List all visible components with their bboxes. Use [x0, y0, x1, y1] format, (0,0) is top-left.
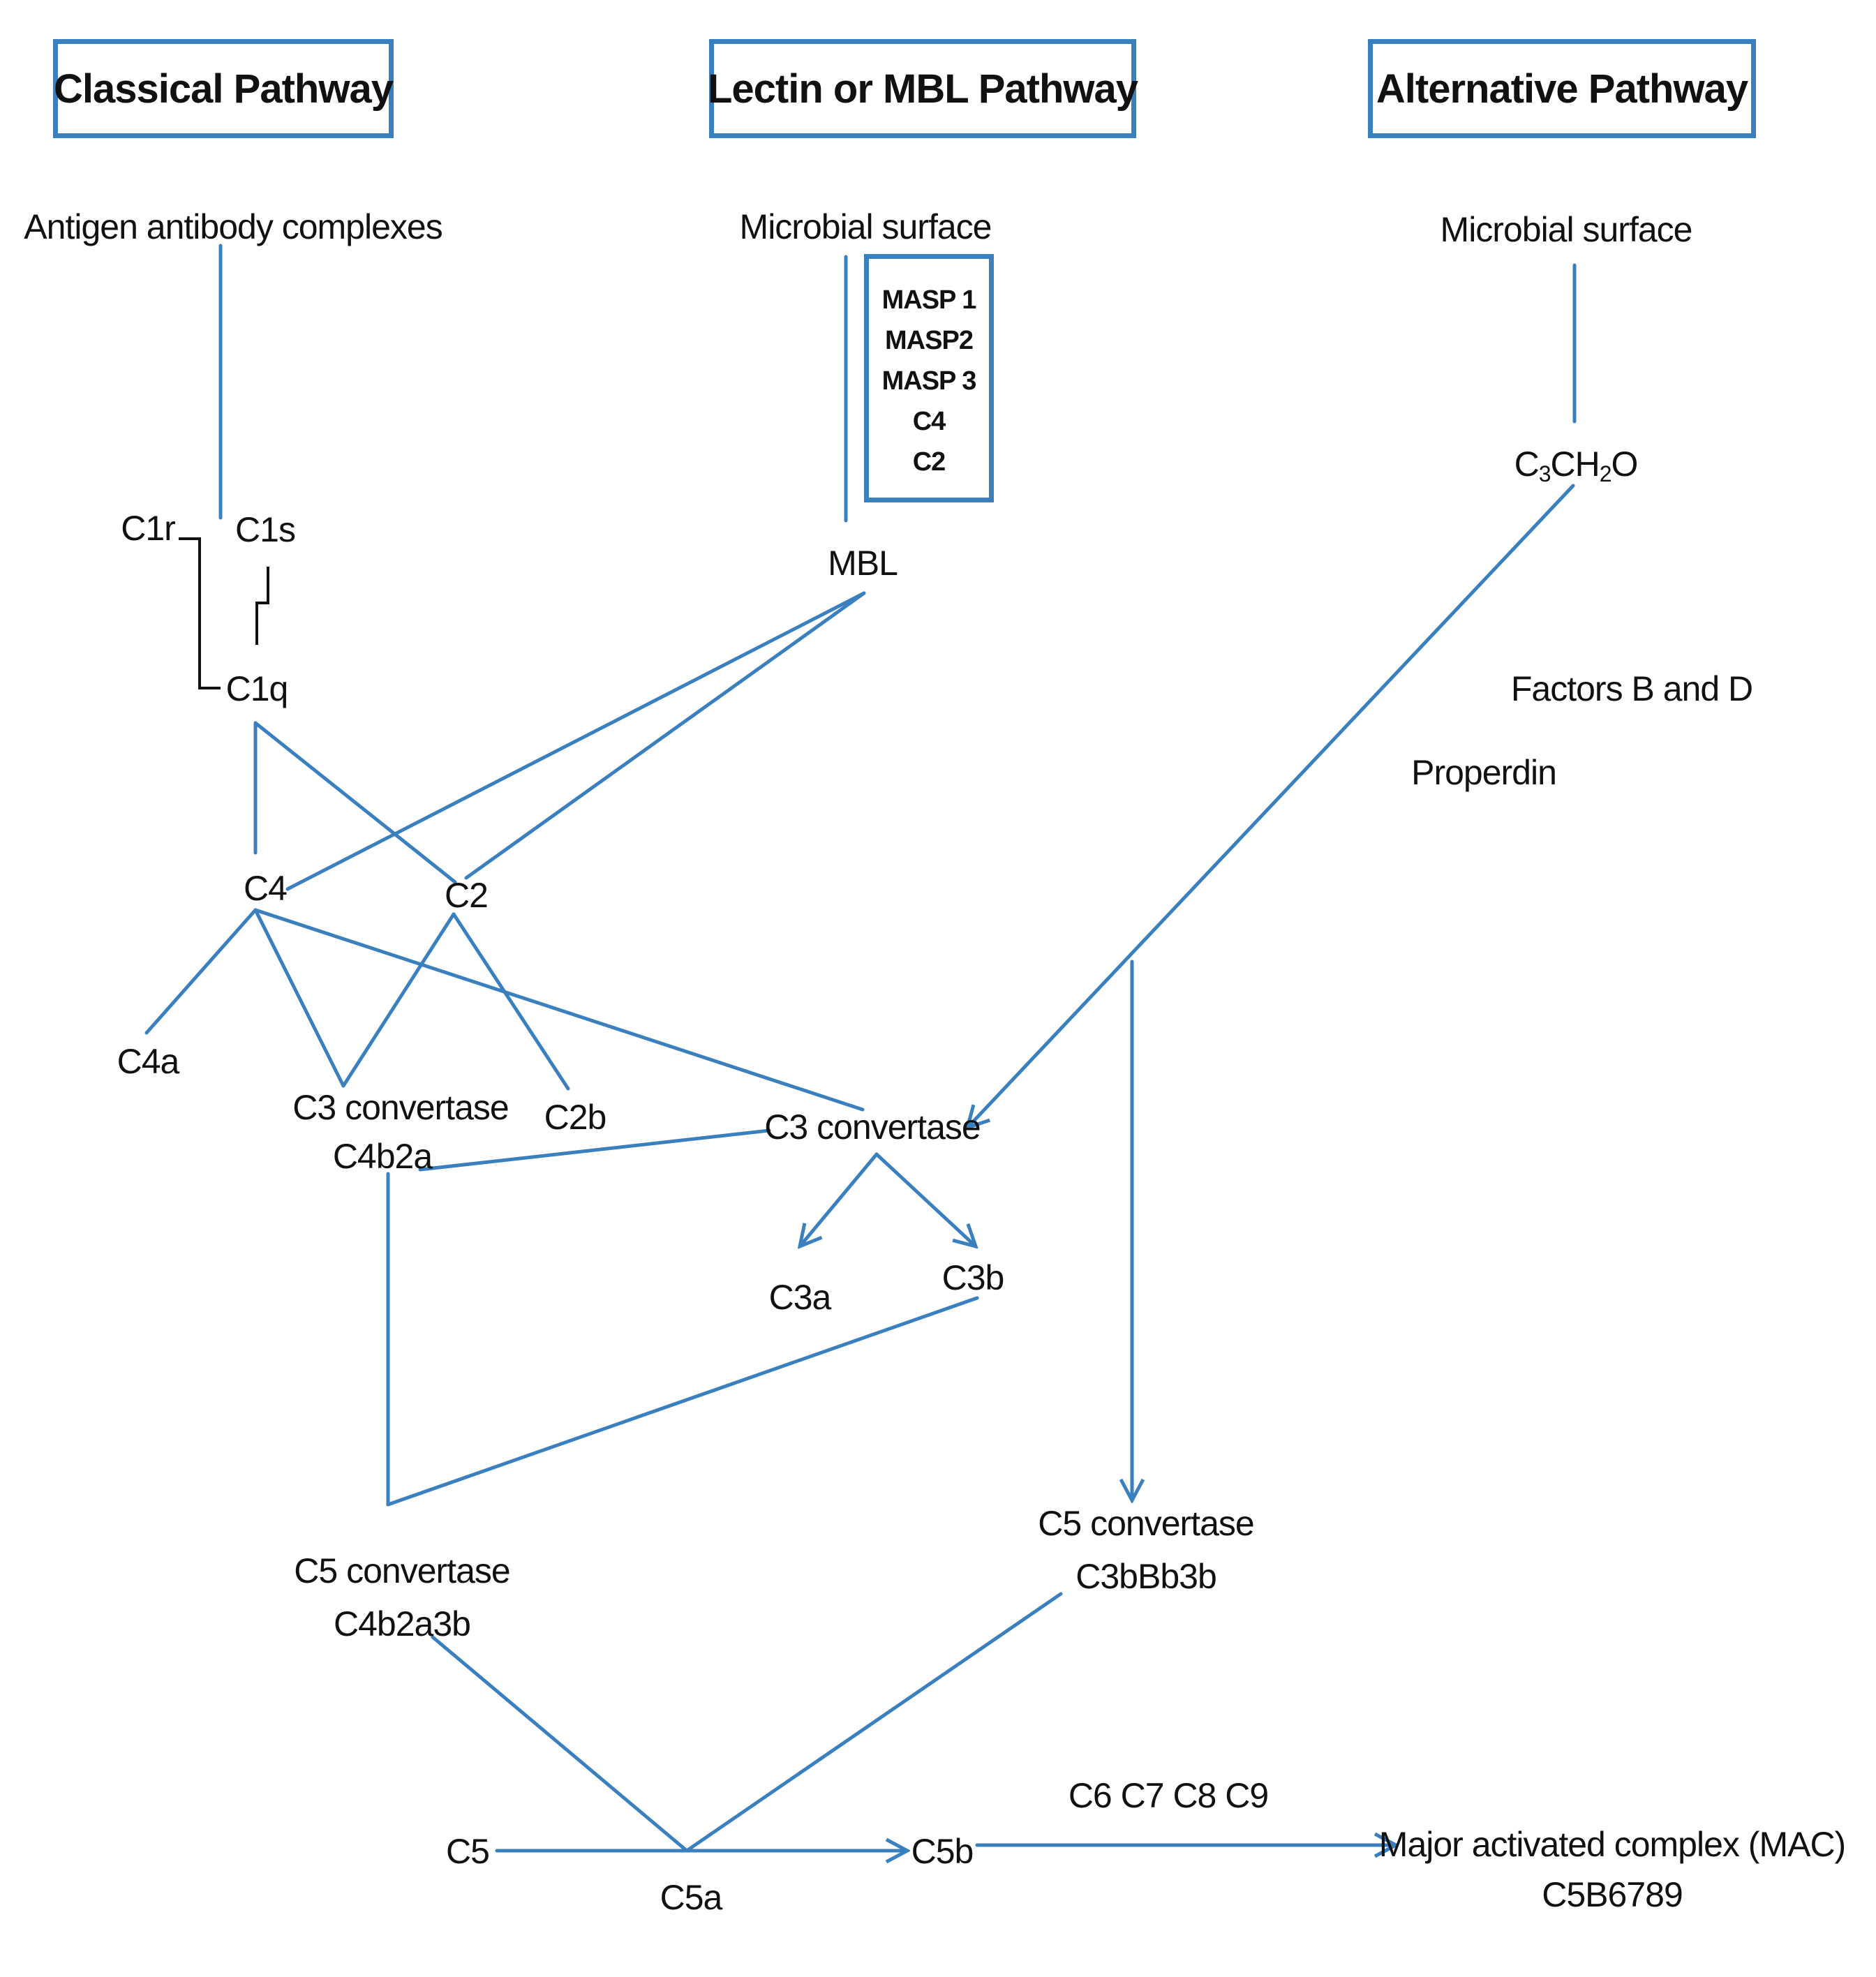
link-c3conv-c3b	[874, 1152, 976, 1246]
c5a-label: C5a	[660, 1878, 723, 1917]
c1q-label: C1q	[225, 669, 289, 708]
link-c2-c3conv	[341, 912, 456, 1088]
classical-c5-convertase-label: C5 convertase	[294, 1551, 510, 1590]
link-c3ch2o-c3conv	[967, 484, 1575, 1128]
classical-c3-convertase-label: C3 convertase	[292, 1088, 509, 1127]
header-classical-pathway: Classical Pathway	[53, 39, 394, 138]
antigen-antibody-label: Antigen antibody complexes	[24, 207, 442, 246]
c2-label: C2	[445, 876, 489, 915]
c4-label: C4	[244, 869, 288, 908]
header-lectin-label: Lectin or MBL Pathway	[707, 66, 1138, 112]
mac-formula: C5B6789	[1542, 1875, 1683, 1914]
header-classical-label: Classical Pathway	[54, 66, 394, 112]
c5b-label: C5b	[911, 1832, 974, 1871]
c3ch2o-mid: CH	[1550, 445, 1600, 484]
classical-c3-convertase-formula: C4b2a	[332, 1137, 433, 1176]
header-alternative-pathway: Alternative Pathway	[1368, 39, 1756, 138]
c3ch2o-sub1: 3	[1538, 461, 1551, 486]
mac-label: Major activated complex (MAC)	[1378, 1825, 1846, 1864]
link-c3conv-c3a	[800, 1152, 879, 1246]
classical-c5-convertase-formula: C4b2a3b	[334, 1604, 471, 1643]
masp-item: MASP 1	[881, 285, 977, 315]
link-c4-common-c3conv	[253, 908, 865, 1112]
header-alternative-label: Alternative Pathway	[1376, 66, 1748, 112]
c4a-label: C4a	[117, 1042, 180, 1081]
c3ch2o-end: O	[1611, 445, 1639, 484]
factors-b-d-label: Factors B and D	[1510, 669, 1753, 708]
link-c2-c2b	[452, 912, 570, 1091]
link-mbl-c4	[285, 591, 866, 891]
masp-box: MASP 1 MASP2 MASP 3 C4 C2	[864, 254, 994, 502]
c3a-label: C3a	[768, 1278, 832, 1317]
link-c1q-c2	[253, 721, 457, 884]
c1s-label: C1s	[235, 510, 296, 549]
link-c3bbb3b-c5a	[685, 1592, 1063, 1853]
masp-item: MASP 3	[881, 366, 977, 396]
c3b-label: C3b	[941, 1258, 1005, 1297]
link-c4-c3conv	[253, 908, 345, 1088]
header-lectin-pathway: Lectin or MBL Pathway	[707, 39, 1138, 138]
link-c3b-c5conv	[386, 1296, 979, 1507]
alt-c5-convertase-label: C5 convertase	[1038, 1504, 1254, 1543]
link-c4-c4a	[144, 908, 258, 1035]
masp-item: C2	[912, 447, 946, 477]
c3ch2o-base: C	[1514, 445, 1540, 484]
link-c4b2a-c3conv	[418, 1128, 771, 1172]
common-c3-convertase-label: C3 convertase	[764, 1107, 981, 1147]
c5-label: C5	[446, 1832, 490, 1871]
link-mbl-c2	[464, 591, 866, 880]
lectin-microbial-surface-label: Microbial surface	[739, 207, 992, 246]
mbl-label: MBL	[828, 544, 898, 583]
c3ch2o-sub2: 2	[1599, 461, 1612, 486]
c1r-label: C1r	[121, 509, 176, 548]
alt-microbial-surface-label: Microbial surface	[1440, 210, 1693, 249]
masp-item: C4	[912, 407, 946, 436]
alt-c5-convertase-formula: C3bBb3b	[1075, 1557, 1216, 1596]
c3ch2o-label: C3CH2O	[1514, 445, 1639, 486]
c2b-label: C2b	[544, 1098, 607, 1137]
bracket-c1r-c1q	[179, 537, 221, 689]
properdin-label: Properdin	[1411, 753, 1557, 792]
bracket-c1s-c1q	[255, 567, 269, 645]
link-c4b2a3b-c5a	[431, 1635, 689, 1853]
terminal-components-label: C6 C7 C8 C9	[1068, 1776, 1269, 1815]
masp-item: MASP2	[885, 326, 974, 355]
